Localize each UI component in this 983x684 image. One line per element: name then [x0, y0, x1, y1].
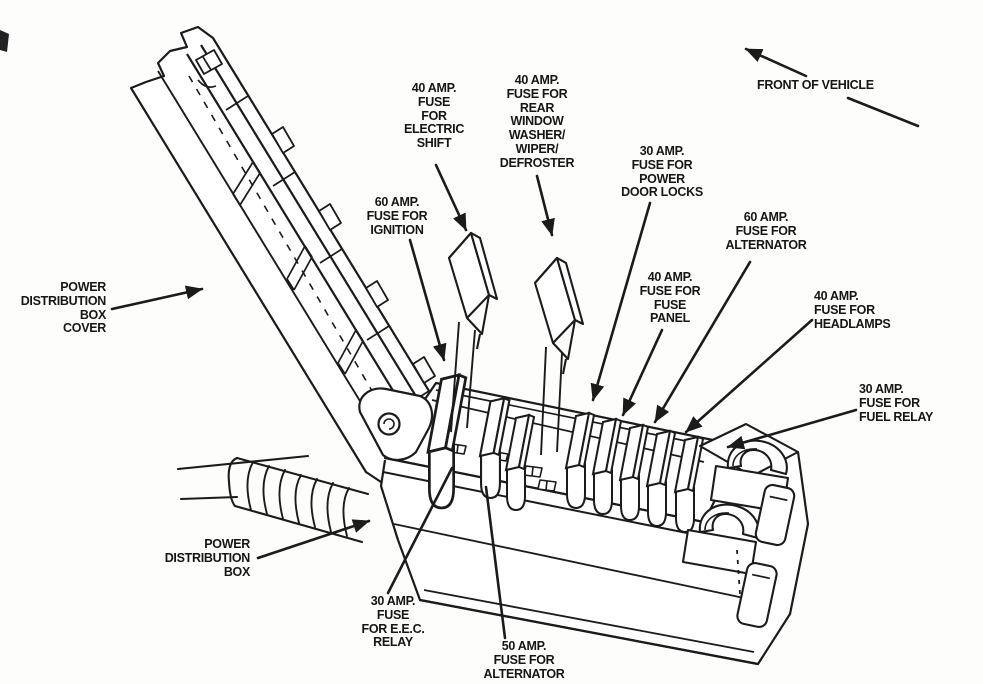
label-front-of-vehicle: FRONT OF VEHICLE: [757, 78, 874, 92]
leader-box: [256, 519, 371, 560]
scan-artifact: [0, 30, 9, 52]
leader-eec-relay: [386, 466, 454, 595]
leader-rear-window: [535, 174, 555, 237]
front-arrow-tail: [846, 96, 920, 128]
label-fuse-ignition: 60 AMP. FUSE FOR IGNITION: [366, 195, 428, 237]
floating-fuse-electric-shift: [447, 231, 499, 433]
label-fuse-fuel-relay: 30 AMP. FUSE FOR FUEL RELAY: [859, 382, 934, 424]
label-power-distribution-box-cover: POWER DISTRIBUTION BOX COVER: [20, 280, 107, 336]
label-fuse-alternator-50: 50 AMP. FUSE FOR ALTERNATOR: [483, 639, 565, 681]
label-fuse-headlamps: 40 AMP. FUSE FOR HEADLAMPS: [814, 289, 891, 331]
leader-alternator-60: [653, 260, 752, 424]
floating-fuse-rear-window: [533, 256, 585, 456]
label-fuse-rear-window: 40 AMP. FUSE FOR REAR WINDOW WASHER/ WIP…: [499, 73, 575, 170]
label-fuse-electric-shift: 40 AMP. FUSE FOR ELECTRIC SHIFT: [403, 81, 465, 151]
leader-alternator-50: [484, 485, 507, 640]
leader-electric-shift: [434, 163, 468, 232]
leader-fuse-panel: [621, 328, 664, 417]
label-fuse-fuse-panel: 40 AMP. FUSE FOR FUSE PANEL: [639, 270, 701, 326]
leader-fuel-relay: [726, 408, 858, 450]
label-fuse-eec-relay: 30 AMP. FUSE FOR E.E.C. RELAY: [361, 594, 425, 650]
relay-end-cap-drawing: [681, 422, 800, 629]
leader-lines: [110, 47, 920, 640]
leader-cover: [110, 285, 204, 311]
label-fuse-alternator-60: 60 AMP. FUSE FOR ALTERNATOR: [725, 210, 807, 252]
label-power-distribution-box: POWER DISTRIBUTION BOX: [164, 537, 251, 579]
leader-headlamps: [684, 318, 814, 434]
leader-ignition: [408, 238, 447, 362]
wiring-conduit-drawing: [176, 454, 370, 544]
front-arrow-head: [744, 47, 808, 78]
leader-door-locks: [590, 201, 652, 402]
power-distribution-box-cover-drawing: [129, 25, 450, 484]
label-fuse-power-door-locks: 30 AMP. FUSE FOR POWER DOOR LOCKS: [621, 144, 703, 200]
